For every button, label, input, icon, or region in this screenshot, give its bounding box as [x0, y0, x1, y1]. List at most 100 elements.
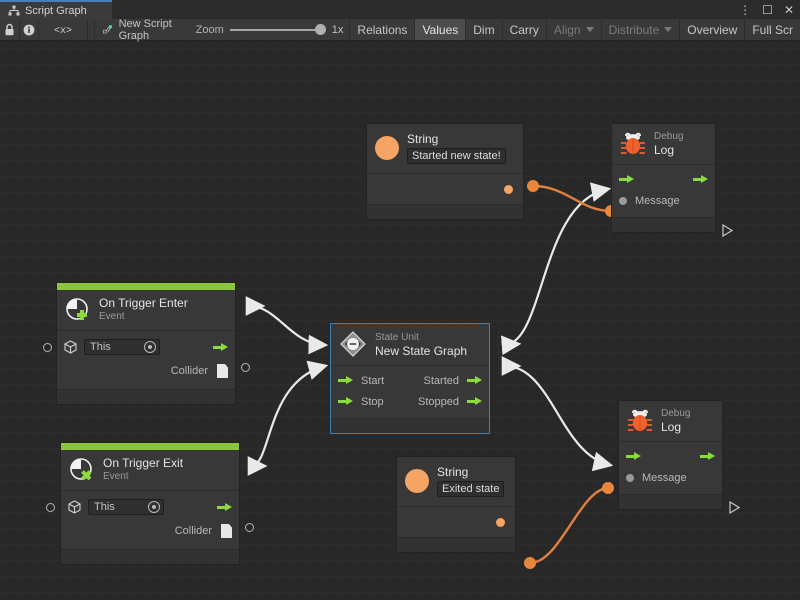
script-graph-icon [102, 25, 112, 34]
string-value-icon [405, 469, 429, 493]
output-port-flow[interactable] [693, 175, 708, 184]
node-title: String [407, 132, 439, 146]
gameobject-cube-icon [68, 500, 81, 514]
external-port-flow-debug-top[interactable] [722, 223, 734, 240]
input-port-message[interactable] [619, 196, 627, 205]
node-footer [367, 204, 523, 219]
string-value-input[interactable]: Started new state! [407, 148, 506, 164]
input-port-message[interactable] [626, 473, 634, 482]
kebab-menu-icon[interactable]: ⋮ [739, 2, 752, 17]
info-icon[interactable] [19, 19, 40, 40]
window-controls: ⋮ ☐ ✕ [739, 0, 794, 19]
toolbar-button-distribute[interactable]: Distribute [600, 19, 680, 40]
external-port-value-exit-target[interactable] [46, 503, 55, 512]
output-port-flow[interactable] [217, 502, 232, 512]
port-row-collider: Collider [57, 359, 235, 383]
code-icon[interactable]: <x> [39, 19, 88, 40]
toolbar-button-overview[interactable]: Overview [679, 19, 745, 40]
node-title: On Trigger Exit [103, 456, 184, 470]
external-port-value-enter-target[interactable] [43, 343, 52, 352]
zoom-slider-handle[interactable] [314, 24, 326, 35]
node-body [397, 507, 515, 537]
edge-trigger-enter-to-state-start [245, 296, 329, 355]
port-row-collider: Collider [61, 519, 239, 543]
node-footer [619, 494, 722, 509]
port-row-flow [619, 446, 722, 467]
input-port-flow[interactable] [626, 452, 641, 461]
output-port-stopped[interactable] [467, 397, 482, 406]
toolbar-button-carry[interactable]: Carry [501, 19, 546, 40]
collider-document-icon[interactable] [217, 364, 228, 378]
node-titles: Debug Log [661, 407, 690, 434]
toolbar-button-align-label: Align [553, 22, 581, 37]
graph-name-field[interactable]: New Script Graph [94, 17, 190, 42]
input-port-start[interactable] [338, 376, 353, 385]
port-label-message: Message [642, 471, 687, 484]
external-port-value-enter-collider[interactable] [241, 363, 250, 372]
node-string-top[interactable]: String Started new state! [366, 123, 524, 220]
node-string-bottom[interactable]: String Exited state [396, 456, 516, 553]
node-title: Log [654, 143, 675, 157]
node-debug-log-bottom[interactable]: Debug Log Message [618, 400, 723, 510]
toolbar-button-distribute-label: Distribute [608, 22, 660, 37]
node-footer [612, 217, 715, 232]
string-value-input[interactable]: Exited state [437, 481, 505, 497]
external-port-flow-debug-bottom[interactable] [729, 500, 741, 517]
graph-name-label: New Script Graph [118, 17, 172, 42]
event-remove-icon [70, 457, 92, 480]
toolbar-button-dim[interactable]: Dim [465, 19, 502, 40]
bug-icon [621, 132, 645, 154]
node-subtitle: Debug [661, 408, 691, 419]
port-label-stop: Stop [361, 395, 384, 408]
node-on-trigger-exit[interactable]: On Trigger Exit Event This [60, 442, 240, 565]
input-port-stop[interactable] [338, 397, 353, 406]
output-port-flow[interactable] [700, 452, 715, 461]
port-label-started: Started [423, 374, 459, 387]
node-on-trigger-enter[interactable]: On Trigger Enter Event This [56, 282, 236, 405]
port-label-collider: Collider [170, 365, 208, 377]
node-titles: On Trigger Enter Event [99, 296, 188, 323]
zoom-control[interactable]: Zoom 1x [190, 19, 350, 40]
external-port-value-string-top[interactable] [528, 181, 538, 191]
output-port-flow[interactable] [213, 342, 228, 352]
target-object-field[interactable]: This [88, 499, 164, 515]
lock-icon[interactable] [0, 19, 20, 40]
node-body: This Collider [61, 491, 239, 549]
graph-toolbar: <x> New Script Graph Zoom 1x Relations V… [0, 17, 800, 42]
collider-document-icon[interactable] [221, 524, 232, 538]
maximize-icon[interactable]: ☐ [762, 2, 773, 17]
toolbar-button-align[interactable]: Align [545, 19, 601, 40]
close-icon[interactable]: ✕ [783, 2, 794, 17]
output-port-value[interactable] [504, 184, 513, 194]
port-row-target: This [61, 495, 239, 519]
zoom-slider[interactable] [229, 23, 326, 37]
node-debug-log-top[interactable]: Debug Log Message [611, 123, 716, 233]
external-port-value-exit-collider[interactable] [245, 523, 254, 532]
toolbar-button-fullscreen[interactable]: Full Scr [744, 19, 800, 40]
output-port-value[interactable] [496, 517, 505, 527]
output-port-started[interactable] [467, 376, 482, 385]
edge-state-stopped-to-debug-bottom [501, 356, 614, 472]
object-picker-icon[interactable] [144, 341, 156, 353]
node-header: On Trigger Exit Event [61, 450, 239, 491]
object-picker-icon[interactable] [148, 501, 160, 513]
node-header: On Trigger Enter Event [57, 290, 235, 331]
port-label-collider: Collider [174, 525, 212, 537]
port-row-target: This [57, 335, 235, 359]
node-state-unit[interactable]: State Unit New State Graph Start Started [330, 323, 490, 434]
node-titles: Debug Log [654, 130, 683, 157]
edge-state-started-to-debug-top [500, 182, 612, 356]
port-row-message: Message [612, 190, 715, 211]
toolbar-button-values[interactable]: Values [414, 19, 466, 40]
external-port-value-string-bottom[interactable] [525, 558, 535, 568]
port-row-start: Start Started [331, 370, 489, 391]
edge-endpoint-dot [602, 482, 614, 494]
input-port-flow[interactable] [619, 175, 634, 184]
target-object-field[interactable]: This [84, 339, 160, 355]
graph-canvas[interactable]: String Started new state! [0, 42, 800, 600]
toolbar-button-relations[interactable]: Relations [349, 19, 415, 40]
port-label-start: Start [361, 374, 385, 387]
tab-script-graph[interactable]: Script Graph [0, 0, 112, 19]
node-body: Message [612, 165, 715, 217]
